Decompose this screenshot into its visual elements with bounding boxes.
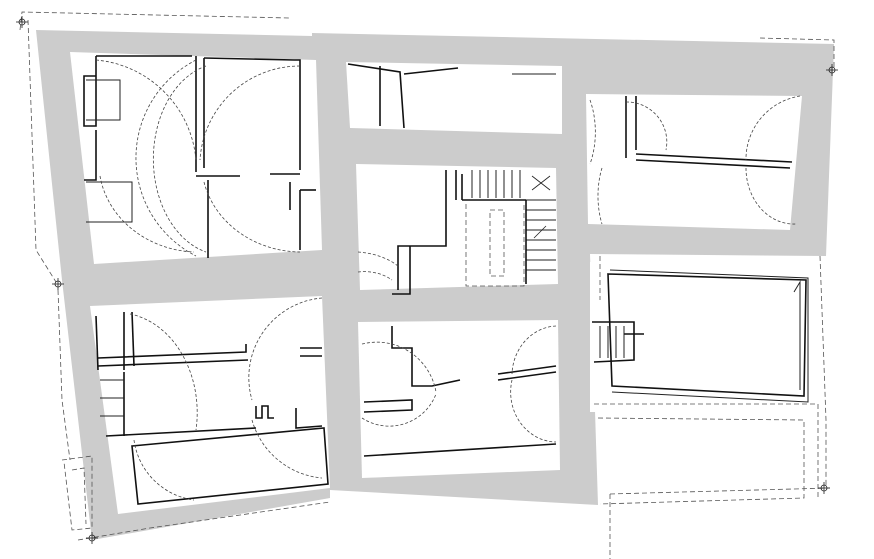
survey-markers xyxy=(16,16,838,544)
rooms xyxy=(70,52,820,514)
walls-mid-right xyxy=(592,269,809,403)
room-bottom-left xyxy=(90,296,330,514)
room-top-middle xyxy=(346,62,562,134)
walls-center xyxy=(357,170,556,295)
walls-top-left xyxy=(83,55,316,258)
survey-marker xyxy=(86,532,98,544)
dashed-outlines xyxy=(19,11,835,559)
room-center xyxy=(356,164,558,290)
walls-bottom-middle xyxy=(361,325,557,457)
walls-top-right xyxy=(589,95,801,225)
room-bottom-middle xyxy=(358,320,560,478)
survey-marker xyxy=(818,482,830,494)
survey-marker xyxy=(52,278,64,290)
staircase-small xyxy=(599,326,625,358)
walls-bottom-left xyxy=(95,297,329,505)
room-top-right xyxy=(586,94,802,230)
survey-marker xyxy=(826,64,838,76)
staircase xyxy=(471,170,556,284)
survey-marker xyxy=(16,16,28,28)
walls-top-middle xyxy=(347,63,556,129)
